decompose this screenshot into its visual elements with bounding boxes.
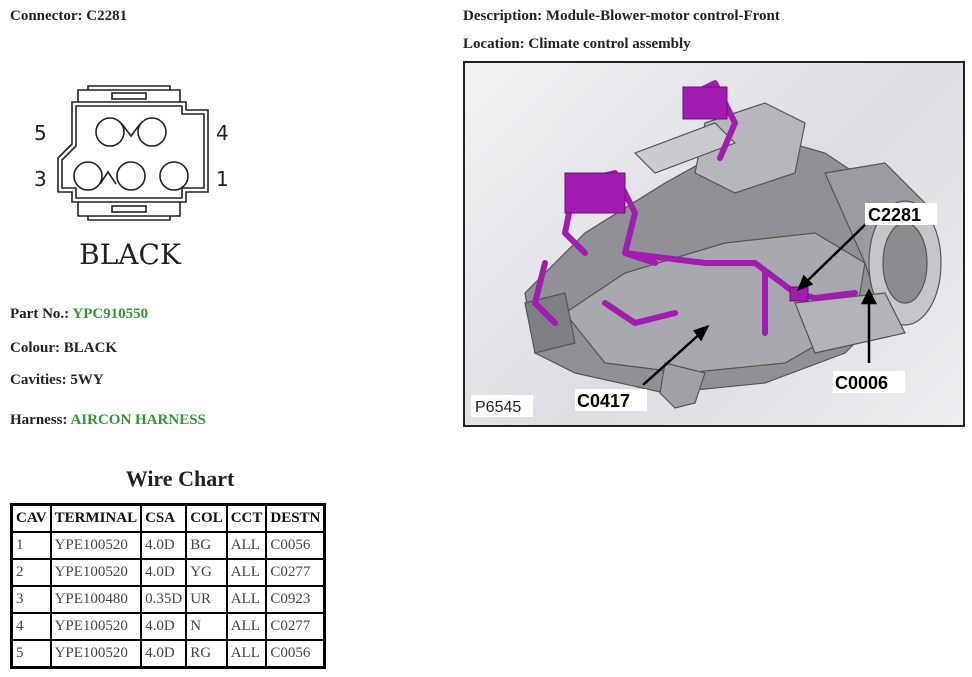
cell-destn: C0056 — [265, 531, 326, 560]
cell-csa: 4.0D — [140, 639, 188, 669]
header-cct: CCT — [225, 503, 268, 533]
wire-chart-table: CAV TERMINAL CSA COL CCT DESTN 1 YPE1005… — [10, 503, 327, 669]
cell-cct: ALL — [225, 531, 268, 560]
cell-col: N — [185, 612, 228, 641]
cavities-value: 5WY — [70, 372, 104, 388]
pin-label-1: 1 — [216, 167, 229, 191]
connector-colour-caption: BLACK — [79, 238, 182, 271]
table-row: 3 YPE100480 0.35D UR ALL C0923 — [10, 585, 326, 614]
cell-csa: 0.35D — [140, 585, 188, 614]
cavities-label: Cavities: — [10, 372, 67, 388]
cell-cct: ALL — [225, 639, 268, 669]
callout-c0006: C0006 — [835, 373, 888, 393]
header-destn: DESTN — [265, 503, 326, 533]
cell-terminal: YPE100520 — [49, 639, 143, 669]
cell-cct: ALL — [225, 585, 268, 614]
description-value: Module-Blower-motor control-Front — [545, 8, 780, 24]
table-row: 4 YPE100520 4.0D N ALL C0277 — [10, 612, 326, 641]
image-reference: P6545 — [475, 399, 521, 416]
connector-line: Connector: C2281 — [10, 8, 127, 25]
connector-label: Connector: — [10, 8, 83, 24]
cell-cav: 2 — [10, 558, 52, 587]
cell-cct: ALL — [225, 612, 268, 641]
part-number-link[interactable]: YPC910550 — [72, 306, 149, 322]
cell-col: RG — [185, 639, 228, 669]
header-csa: CSA — [140, 503, 188, 533]
cell-csa: 4.0D — [140, 558, 188, 587]
cell-destn: C0277 — [265, 558, 326, 587]
harness-label: Harness: — [10, 412, 68, 428]
description-label: Description: — [463, 8, 543, 24]
cell-cav: 3 — [10, 585, 52, 614]
callout-c0417: C0417 — [577, 391, 630, 411]
cell-destn: C0923 — [265, 585, 326, 614]
part-number-label: Part No.: — [10, 306, 70, 322]
cell-csa: 4.0D — [140, 531, 188, 560]
cell-terminal: YPE100520 — [49, 531, 143, 560]
location-line: Location: Climate control assembly — [463, 36, 691, 53]
cell-terminal: YPE100480 — [49, 585, 143, 614]
harness-link[interactable]: AIRCON HARNESS — [70, 412, 206, 428]
cell-col: BG — [185, 531, 228, 560]
connector-value: C2281 — [86, 8, 128, 24]
cell-col: YG — [185, 558, 228, 587]
cell-csa: 4.0D — [140, 612, 188, 641]
cell-destn: C0277 — [265, 612, 326, 641]
harness-line: Harness: AIRCON HARNESS — [10, 412, 206, 429]
cell-terminal: YPE100520 — [49, 558, 143, 587]
cell-cav: 5 — [10, 639, 52, 669]
header-col: COL — [185, 503, 228, 533]
table-row: 5 YPE100520 4.0D RG ALL C0056 — [10, 639, 326, 669]
table-row: 1 YPE100520 4.0D BG ALL C0056 — [10, 531, 326, 560]
location-value: Climate control assembly — [528, 36, 691, 52]
cell-cct: ALL — [225, 558, 268, 587]
part-number-line: Part No.: YPC910550 — [10, 306, 148, 323]
location-label: Location: — [463, 36, 525, 52]
table-header-row: CAV TERMINAL CSA COL CCT DESTN — [10, 503, 326, 533]
cell-destn: C0056 — [265, 639, 326, 669]
header-terminal: TERMINAL — [49, 503, 143, 533]
header-cav: CAV — [10, 503, 52, 533]
colour-line: Colour: BLACK — [10, 340, 117, 357]
table-row: 2 YPE100520 4.0D YG ALL C0277 — [10, 558, 326, 587]
pin-label-5: 5 — [34, 121, 47, 145]
cell-cav: 4 — [10, 612, 52, 641]
pin-label-3: 3 — [34, 167, 47, 191]
cavities-line: Cavities: 5WY — [10, 372, 104, 389]
pin-label-4: 4 — [216, 121, 229, 145]
location-illustration: C2281 C0417 C0006 P6545 — [463, 61, 965, 427]
connector-pinout-diagram: 5 4 3 1 BLACK — [34, 85, 229, 271]
cell-cav: 1 — [10, 531, 52, 560]
cell-terminal: YPE100520 — [49, 612, 143, 641]
description-line: Description: Module-Blower-motor control… — [463, 8, 780, 25]
colour-value: BLACK — [63, 340, 118, 356]
callout-c2281: C2281 — [868, 205, 921, 225]
wire-chart-title: Wire Chart — [125, 466, 235, 491]
climate-assembly-drawing: C2281 C0417 C0006 P6545 — [471, 80, 942, 417]
cell-col: UR — [185, 585, 228, 614]
colour-label: Colour: — [10, 340, 60, 356]
